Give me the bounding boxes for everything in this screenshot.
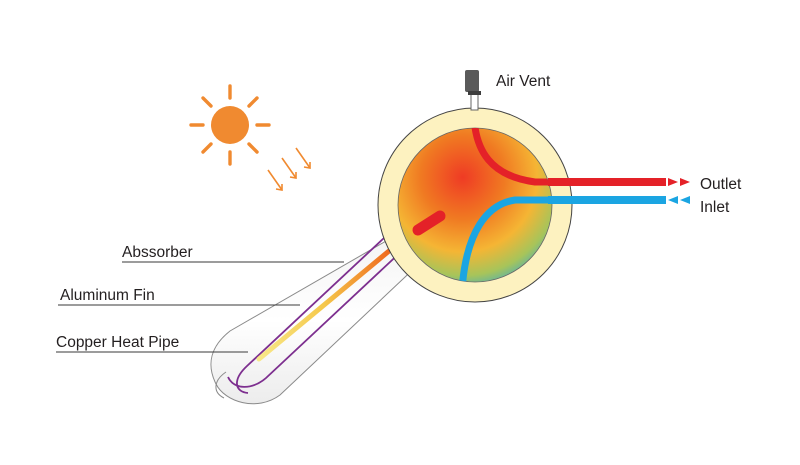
outlet-pipe xyxy=(548,178,690,186)
sun-icon xyxy=(189,84,271,166)
hot-water-flow xyxy=(470,128,552,186)
aluminum-fin xyxy=(256,248,392,362)
inlet-pipe xyxy=(548,196,690,204)
air-vent-valve xyxy=(465,70,481,111)
cold-water-flow xyxy=(458,196,552,282)
copper-heat-pipe-label: Copper Heat Pipe xyxy=(56,334,179,351)
outlet-label: Outlet xyxy=(700,176,742,193)
aluminum-fin-label: Aluminum Fin xyxy=(60,287,155,304)
air-vent-label: Air Vent xyxy=(496,73,551,90)
water-tank xyxy=(377,107,573,303)
evacuated-tube xyxy=(210,236,422,405)
solar-ray-arrows xyxy=(267,147,311,191)
leader-lines xyxy=(56,261,344,353)
inlet-label: Inlet xyxy=(700,199,730,216)
absorber-label: Abssorber xyxy=(122,244,193,261)
